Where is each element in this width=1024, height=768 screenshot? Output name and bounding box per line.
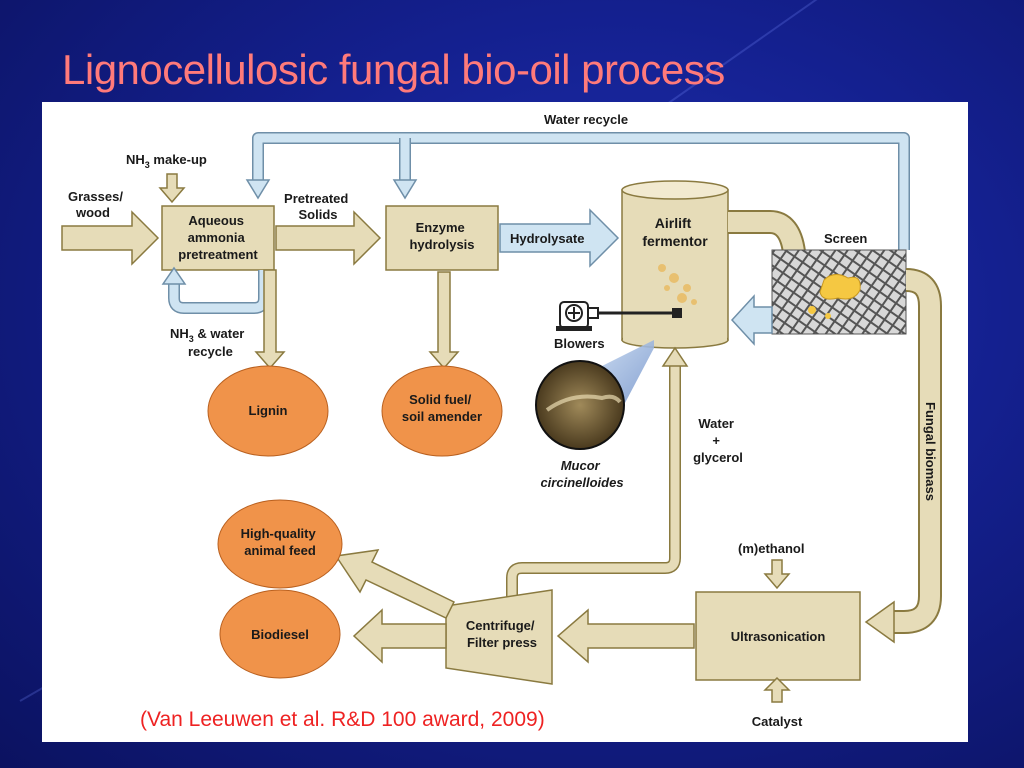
water-recycle-label: Water recycle (544, 112, 628, 127)
solid-fuel-arrow (428, 271, 460, 370)
biodiesel-arrow (352, 608, 447, 664)
fungal-biomass-pipe (864, 268, 942, 644)
catalyst-label: Catalyst (752, 714, 803, 729)
hydrolysate-arrow (499, 208, 620, 268)
process-diagram: Water recycle NH3 make-up Grasses/wood A… (42, 102, 968, 742)
nh3-makeup-label: NH3 make-up (126, 152, 207, 170)
screen-label: Screen (824, 231, 867, 246)
slide-title: Lignocellulosic fungal bio-oil process (62, 46, 725, 93)
catalyst-arrow (763, 676, 791, 703)
mucor-label: Mucor circinelloides (540, 458, 623, 490)
grasses-wood-label: Grasses/wood (68, 189, 123, 220)
biodiesel-oval (219, 589, 341, 679)
screen-return-arrow (730, 294, 773, 346)
citation: (Van Leeuwen et al. R&D 100 award, 2009) (140, 708, 545, 731)
aqueous-ammonia-label: Aqueous ammonia pretreatment (178, 213, 258, 262)
lignin-oval (207, 365, 329, 457)
lignin-arrow (254, 269, 286, 370)
water-glycerol-pipe (506, 346, 689, 600)
fungal-biomass-label: Fungal biomass (923, 402, 938, 501)
ultrasonication-label: Ultrasonication (731, 629, 826, 644)
methanol-label: (m)ethanol (738, 541, 804, 556)
nh3-water-recycle-pipe (161, 266, 270, 314)
methanol-arrow (763, 559, 791, 590)
blower-icon (556, 301, 599, 331)
water-glycerol-label: Water + glycerol (693, 416, 743, 465)
enzyme-hydrolysis-box (385, 205, 499, 271)
ultrasonication-to-centrifuge-arrow (556, 608, 695, 664)
animal-feed-arrow (334, 549, 456, 619)
ultrasonication-box (695, 591, 861, 681)
solid-fuel-label: Solid fuel/ soil amender (402, 392, 482, 424)
animal-feed-oval (217, 499, 343, 589)
aqueous-ammonia-box (161, 205, 275, 271)
enzyme-hydrolysis-label: Enzyme hydrolysis (409, 220, 474, 252)
mucor-micrograph (535, 360, 625, 450)
process-diagram-svg: Water recycle NH3 make-up Grasses/wood A… (61, 112, 942, 729)
lignin-label: Lignin (249, 403, 288, 418)
nh3-makeup-arrow (158, 173, 186, 204)
biodiesel-label: Biodiesel (251, 627, 309, 642)
blowers-label: Blowers (554, 336, 605, 351)
fungal-biomass-blob (819, 274, 861, 300)
pretreated-solids-label: Pretreated Solids (284, 191, 352, 222)
pretreated-solids-arrow (275, 210, 382, 266)
airlift-fermentor (621, 180, 729, 349)
water-recycle-pipe (245, 132, 910, 250)
grasses-wood-arrow (61, 210, 160, 266)
centrifuge-label: Centrifuge/ Filter press (466, 618, 538, 650)
airlift-fermentor-label: Airlift fermentor (642, 215, 708, 249)
animal-feed-label: High-quality animal feed (241, 526, 320, 558)
hydrolysate-label: Hydrolysate (510, 231, 584, 246)
solid-fuel-oval (381, 365, 503, 457)
